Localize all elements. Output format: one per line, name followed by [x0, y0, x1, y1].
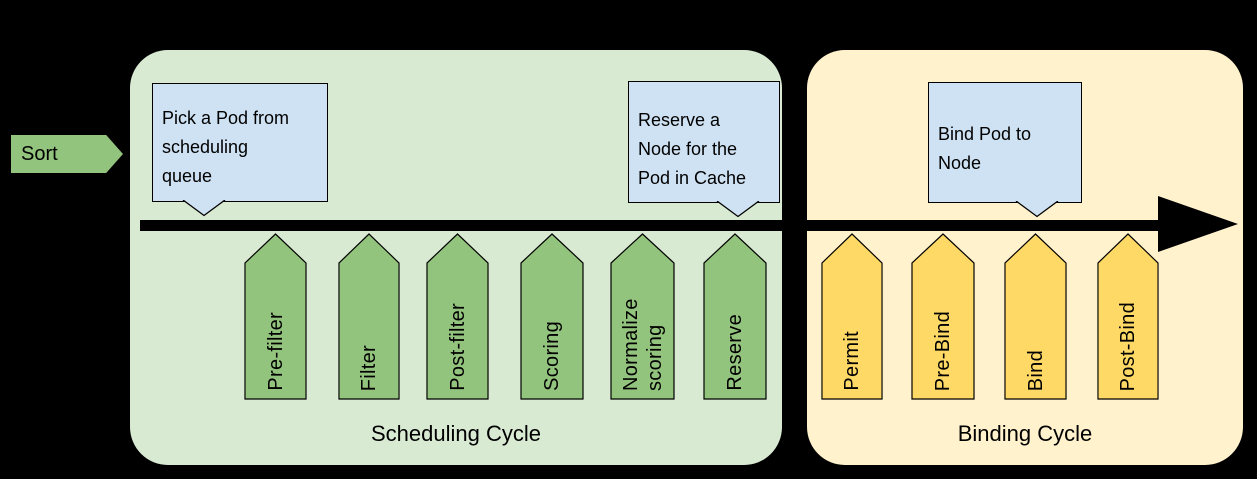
- arrow-up-shape: [1004, 233, 1067, 400]
- plugin-label: Normalize scoring: [619, 298, 666, 391]
- plugin-label: Pre-Bind: [932, 310, 954, 391]
- callout-text-line: queue: [162, 166, 213, 186]
- arrow-up-shape: [703, 233, 767, 400]
- sort-extension-arrow: Sort: [11, 135, 123, 173]
- plugin-label: Filter: [358, 344, 380, 391]
- callout-tail-icon: [716, 201, 760, 218]
- plugin-label: Permit: [841, 331, 863, 391]
- callout-text-line: Node: [938, 153, 982, 173]
- callout-pick-pod: Pick a Pod from scheduling queue: [152, 83, 328, 217]
- plugin-arrow-normalize-scoring: Normalize scoring: [610, 233, 675, 400]
- timeline-arrow-shaft: [140, 220, 1164, 231]
- callout-text-line: scheduling: [162, 137, 249, 157]
- plugin-arrow-permit: Permit: [821, 233, 883, 400]
- callout-text-line: Node for the: [638, 139, 738, 159]
- callout-tail-icon: [182, 200, 226, 217]
- plugin-label: Scoring: [541, 321, 563, 391]
- plugin-arrow-post-bind: Post-Bind: [1097, 233, 1159, 400]
- binding-cycle-label: Binding Cycle: [957, 421, 1093, 446]
- callout-bind-pod: Bind Pod to Node: [928, 82, 1082, 218]
- arrow-up-shape: [338, 233, 400, 400]
- plugin-label: Pre-filter: [264, 312, 287, 391]
- callout-text-line: Bind Pod to: [938, 124, 1032, 144]
- callout-tail-icon: [1015, 201, 1059, 218]
- plugin-label: Post-filter: [446, 303, 469, 391]
- arrow-up-shape: [426, 233, 489, 400]
- arrow-up-shape: [1097, 233, 1159, 400]
- callout-text-line: Pick a Pod from: [162, 108, 290, 128]
- plugin-arrow-scoring: Scoring: [520, 233, 584, 400]
- sort-label: Sort: [21, 143, 58, 165]
- arrow-up-shape: [520, 233, 584, 400]
- arrow-up-shape: [821, 233, 883, 400]
- plugin-arrow-filter: Filter: [338, 233, 400, 400]
- plugin-arrow-pre-filter: Pre-filter: [244, 233, 307, 400]
- plugin-label: Post-Bind: [1117, 301, 1139, 391]
- plugin-arrow-pre-bind: Pre-Bind: [911, 233, 975, 400]
- timeline-arrowhead-icon: [1158, 196, 1238, 252]
- plugin-arrow-reserve: Reserve: [703, 233, 767, 400]
- plugin-label: Reserve: [724, 314, 746, 391]
- plugin-arrow-post-filter: Post-filter: [426, 233, 489, 400]
- plugin-label: Bind: [1024, 349, 1047, 391]
- plugin-arrow-bind: Bind: [1004, 233, 1067, 400]
- arrow-up-shape: [244, 233, 307, 400]
- callout-text-line: Reserve a: [638, 110, 721, 130]
- callout-text-line: Pod in Cache: [638, 168, 747, 188]
- callout-reserve-node: Reserve a Node for the Pod in Cache: [628, 81, 780, 218]
- scheduling-cycle-label: Scheduling Cycle: [371, 421, 541, 446]
- arrow-up-shape: [911, 233, 975, 400]
- arrow-up-shape: [610, 233, 675, 400]
